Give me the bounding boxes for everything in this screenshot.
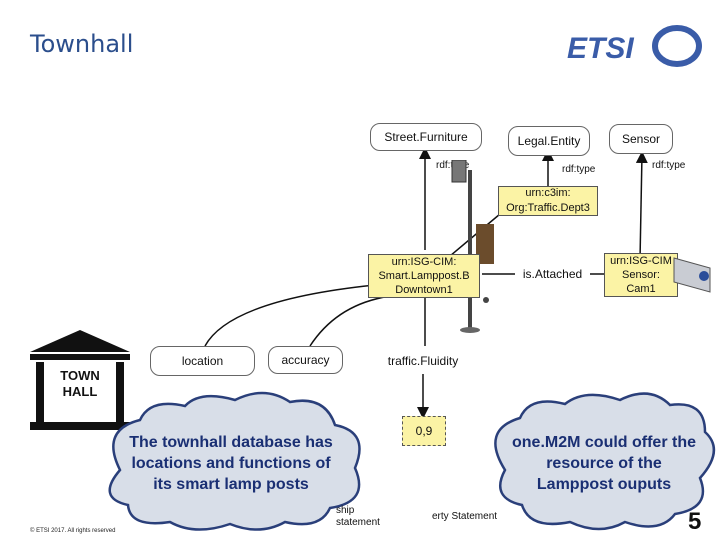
node-location[interactable]: location — [150, 346, 255, 376]
page-title: Townhall — [30, 30, 134, 58]
lamppost-icon — [451, 160, 494, 333]
node-street-furniture[interactable]: Street.Furniture — [370, 123, 482, 151]
node-legal-entity[interactable]: Legal.Entity — [508, 126, 590, 156]
callout-left-text: The townhall database has locations and … — [129, 434, 333, 493]
cloud-right — [494, 392, 715, 531]
edge-label-rdf-type: rdf:type — [562, 164, 596, 175]
callout-right-text: one.M2M could offer the resource of the … — [512, 434, 696, 493]
svg-text:HALL: HALL — [63, 384, 98, 399]
node-relationship-statement: ship statement — [336, 505, 380, 528]
edge-lamppost-org — [449, 213, 501, 257]
cloud-left — [108, 391, 361, 531]
camera-icon — [673, 257, 711, 293]
node-is-attached[interactable]: is.Attached — [515, 260, 590, 288]
node-property-statement: erty Statement — [432, 511, 498, 522]
etsi-logo: ETSI — [565, 24, 705, 73]
page-number: 5 — [688, 508, 702, 535]
node-sensor[interactable]: Sensor — [609, 124, 673, 154]
edge-rdf-type-sensor — [635, 151, 648, 261]
svg-text:TOWN: TOWN — [60, 368, 99, 383]
svg-text:ETSI: ETSI — [567, 32, 634, 65]
node-lamppost[interactable]: urn:ISG-CIM: Smart.Lamppost.B Downtown1 — [368, 254, 480, 298]
node-cam[interactable]: urn:ISG-CIM Sensor: Cam1 — [604, 253, 678, 297]
node-value[interactable]: 0,9 — [402, 416, 446, 446]
townhall-icon: TOWN HALL — [30, 330, 130, 430]
copyright-notice: © ETSI 2017. All rights reserved — [30, 528, 116, 534]
edge-label-rdf-type: rdf:type — [652, 160, 686, 171]
edge-lamppost-location — [204, 284, 376, 347]
node-accuracy[interactable]: accuracy — [268, 346, 343, 374]
node-org[interactable]: urn:c3im: Org:Traffic.Dept3 — [498, 186, 598, 216]
node-traffic-fluidity[interactable]: traffic.Fluidity — [368, 348, 478, 374]
